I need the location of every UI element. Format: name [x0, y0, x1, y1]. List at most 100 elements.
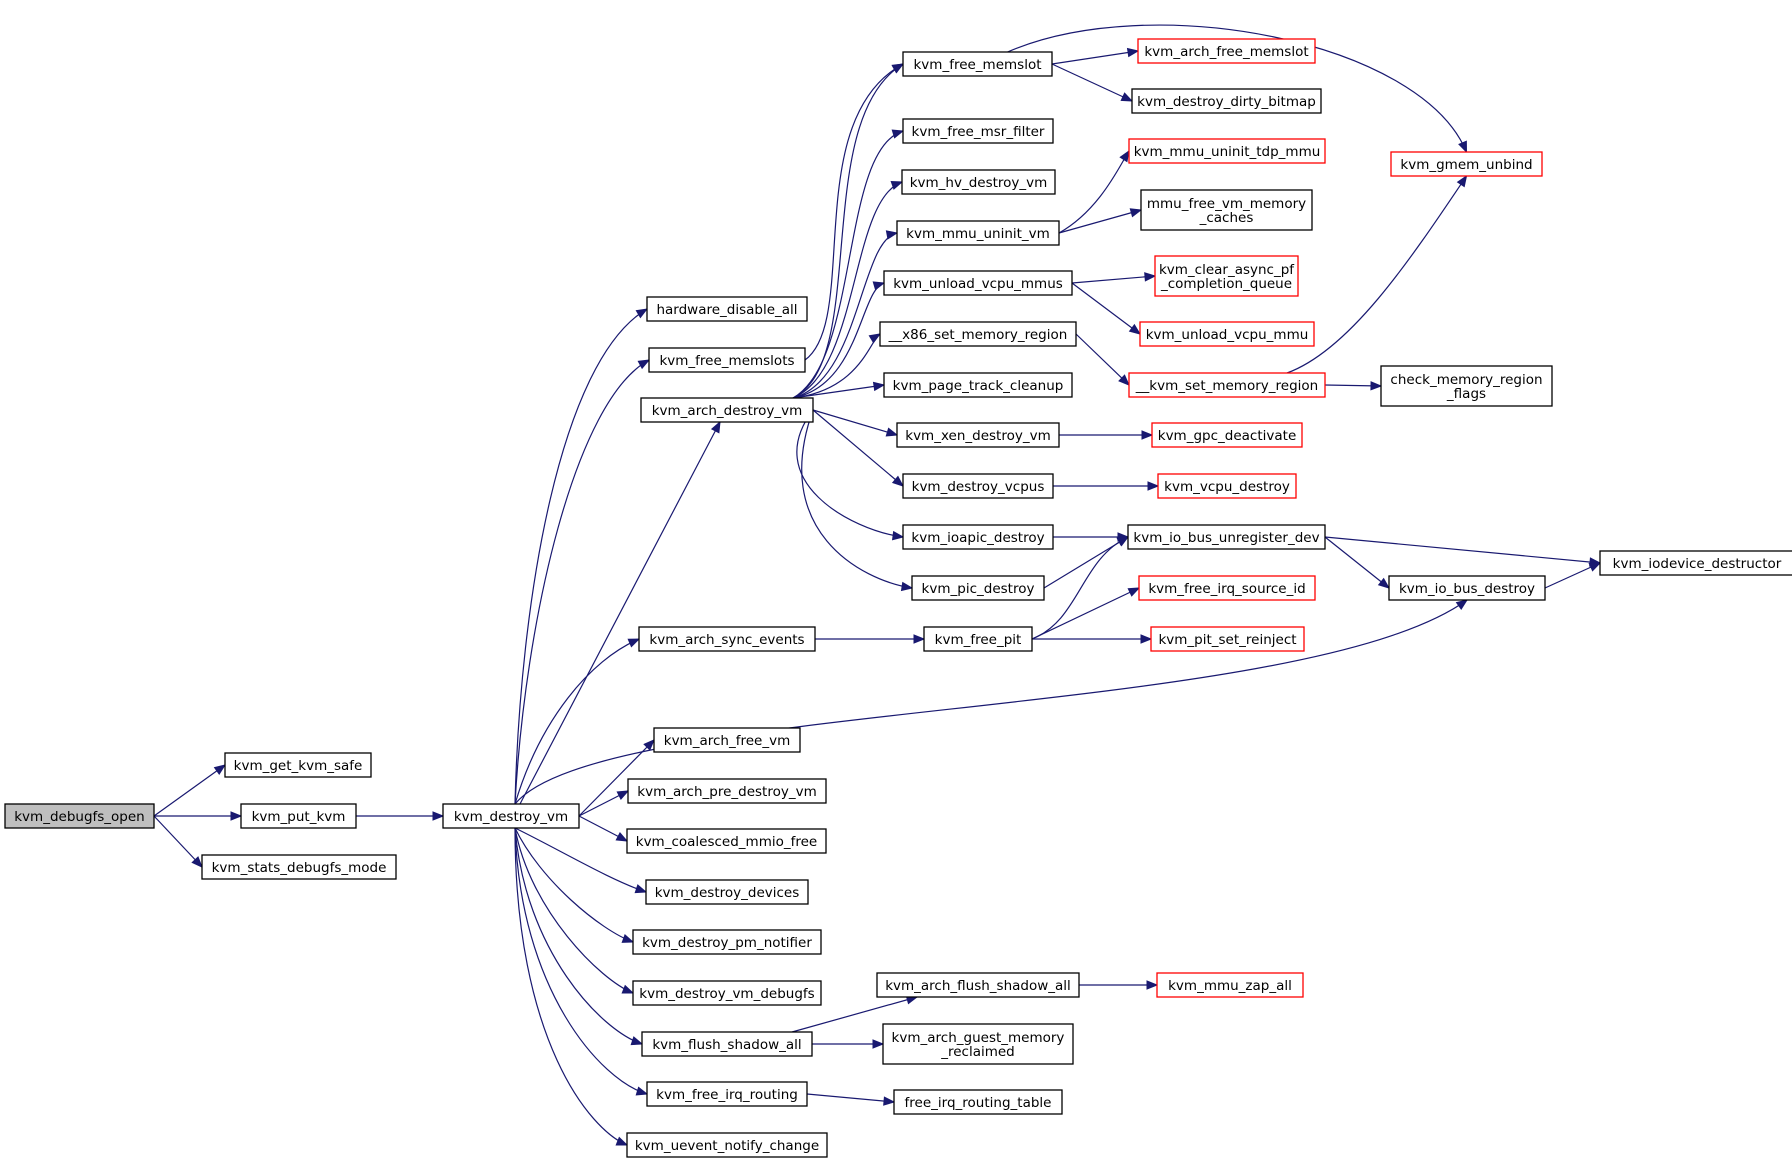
- node-kvm_debugfs_open[interactable]: kvm_debugfs_open: [4, 803, 155, 829]
- node-box: [626, 1132, 828, 1158]
- node-kvm_free_msr_filter[interactable]: kvm_free_msr_filter: [902, 118, 1054, 144]
- edge-line: [792, 232, 898, 399]
- node-box: [632, 929, 822, 955]
- node-label: check_memory_region: [1390, 372, 1542, 388]
- arrowhead: [1140, 634, 1153, 644]
- arrowhead: [616, 790, 630, 800]
- node-label: kvm_gpc_deactivate: [1158, 428, 1297, 444]
- arrowhead: [1370, 381, 1383, 391]
- edge-kvm_unload_vcpu_mmus-to-kvm_unload_vcpu_mmu: [1071, 282, 1142, 335]
- node-box: [1157, 473, 1297, 499]
- node-kvm_arch_pre_destroy_vm[interactable]: kvm_arch_pre_destroy_vm: [627, 778, 827, 804]
- node-kvm_pit_set_reinject[interactable]: kvm_pit_set_reinject: [1150, 626, 1305, 652]
- node-kvm_page_track_cleanup[interactable]: kvm_page_track_cleanup: [883, 372, 1073, 398]
- node-__kvm_set_memory_region[interactable]: __kvm_set_memory_region: [1128, 372, 1326, 398]
- node-kvm_vcpu_destroy[interactable]: kvm_vcpu_destroy: [1157, 473, 1297, 499]
- node-kvm_free_memslot[interactable]: kvm_free_memslot: [902, 51, 1053, 77]
- node-kvm_iodevice_destructor[interactable]: kvm_iodevice_destructor: [1599, 550, 1792, 576]
- node-kvm_ioapic_destroy[interactable]: kvm_ioapic_destroy: [902, 524, 1054, 550]
- edge-line: [1324, 536, 1601, 564]
- node-kvm_hv_destroy_vm[interactable]: kvm_hv_destroy_vm: [901, 169, 1056, 195]
- node-label: __kvm_set_memory_region: [1135, 378, 1318, 394]
- node-kvm_arch_free_memslot[interactable]: kvm_arch_free_memslot: [1137, 38, 1316, 64]
- node-label: kvm_free_pit: [935, 632, 1022, 648]
- arrowhead: [432, 811, 445, 821]
- node-kvm_gmem_unbind[interactable]: kvm_gmem_unbind: [1390, 151, 1543, 177]
- node-kvm_destroy_vm[interactable]: kvm_destroy_vm: [442, 803, 580, 829]
- node-label: kvm_arch_free_memslot: [1144, 44, 1308, 60]
- node-kvm_flush_shadow_all[interactable]: kvm_flush_shadow_all: [641, 1031, 813, 1057]
- node-box: [645, 879, 809, 905]
- node-label: kvm_get_kvm_safe: [234, 758, 363, 774]
- node-kvm_io_bus_destroy[interactable]: kvm_io_bus_destroy: [1388, 575, 1546, 601]
- node-label: kvm_xen_destroy_vm: [905, 428, 1051, 444]
- node-box: [632, 980, 822, 1006]
- node-kvm_gpc_deactivate[interactable]: kvm_gpc_deactivate: [1151, 422, 1303, 448]
- node-kvm_destroy_devices[interactable]: kvm_destroy_devices: [645, 879, 809, 905]
- arrowhead: [1144, 272, 1157, 282]
- node-box: [646, 296, 808, 322]
- node-kvm_arch_guest_memory_reclaimed[interactable]: kvm_arch_guest_memory_reclaimed: [882, 1023, 1074, 1065]
- node-kvm_coalesced_mmio_free[interactable]: kvm_coalesced_mmio_free: [626, 828, 827, 854]
- node-kvm_destroy_vcpus[interactable]: kvm_destroy_vcpus: [902, 473, 1054, 499]
- node-kvm_mmu_zap_all[interactable]: kvm_mmu_zap_all: [1156, 972, 1304, 998]
- node-kvm_get_kvm_safe[interactable]: kvm_get_kvm_safe: [224, 752, 372, 778]
- arrowhead: [885, 427, 899, 437]
- edge-kvm_free_pit-to-kvm_io_bus_unregister_dev: [1031, 536, 1130, 640]
- node-kvm_xen_destroy_vm[interactable]: kvm_xen_destroy_vm: [896, 422, 1060, 448]
- node-label: _completion_queue: [1160, 276, 1292, 292]
- node-kvm_stats_debugfs_mode[interactable]: kvm_stats_debugfs_mode: [201, 854, 397, 880]
- edge-line: [514, 359, 650, 805]
- node-free_irq_routing_table[interactable]: free_irq_routing_table: [893, 1089, 1063, 1115]
- node-kvm_arch_destroy_vm[interactable]: kvm_arch_destroy_vm: [640, 397, 814, 423]
- node-box: [879, 321, 1077, 347]
- node-kvm_arch_free_vm[interactable]: kvm_arch_free_vm: [653, 727, 801, 753]
- node-label: kvm_io_bus_destroy: [1399, 581, 1535, 597]
- node-kvm_mmu_uninit_vm[interactable]: kvm_mmu_uninit_vm: [896, 220, 1060, 246]
- node-kvm_mmu_uninit_tdp_mmu[interactable]: kvm_mmu_uninit_tdp_mmu: [1128, 138, 1326, 164]
- edge-kvm_arch_sync_events-to-kvm_free_pit: [815, 634, 926, 644]
- arrowhead: [637, 359, 651, 370]
- node-label: kvm_clear_async_pf: [1159, 262, 1295, 278]
- node-box: [1137, 38, 1316, 64]
- node-check_memory_region_flags[interactable]: check_memory_region_flags: [1380, 365, 1553, 407]
- node-kvm_destroy_dirty_bitmap[interactable]: kvm_destroy_dirty_bitmap: [1131, 88, 1322, 114]
- edge-line: [578, 739, 655, 817]
- arrowhead: [213, 764, 227, 775]
- node-kvm_free_memslots[interactable]: kvm_free_memslots: [648, 347, 806, 373]
- node-box: [1128, 372, 1326, 398]
- node-hardware_disable_all[interactable]: hardware_disable_all: [646, 296, 808, 322]
- arrowhead: [1455, 599, 1469, 610]
- node-kvm_unload_vcpu_mmus[interactable]: kvm_unload_vcpu_mmus: [883, 270, 1073, 296]
- node-kvm_arch_sync_events[interactable]: kvm_arch_sync_events: [638, 626, 816, 652]
- node-box: [224, 752, 372, 778]
- node-kvm_put_kvm[interactable]: kvm_put_kvm: [240, 803, 357, 829]
- node-label: kvm_destroy_vm_debugfs: [639, 986, 814, 1002]
- edge-line: [1051, 50, 1139, 65]
- edge-line: [514, 827, 628, 1146]
- node-kvm_pic_destroy[interactable]: kvm_pic_destroy: [911, 575, 1045, 601]
- node-label: kvm_ioapic_destroy: [911, 530, 1044, 546]
- node-kvm_io_bus_unregister_dev[interactable]: kvm_io_bus_unregister_dev: [1127, 524, 1326, 550]
- edge-kvm_destroy_vm-to-kvm_coalesced_mmio_free: [578, 815, 629, 842]
- node-label: kvm_destroy_dirty_bitmap: [1137, 94, 1316, 110]
- node-kvm_unload_vcpu_mmu[interactable]: kvm_unload_vcpu_mmu: [1139, 321, 1315, 347]
- node-kvm_destroy_pm_notifier[interactable]: kvm_destroy_pm_notifier: [632, 929, 822, 955]
- node-__x86_set_memory_region[interactable]: __x86_set_memory_region: [879, 321, 1077, 347]
- node-kvm_uevent_notify_change[interactable]: kvm_uevent_notify_change: [626, 1132, 828, 1158]
- node-label: kvm_flush_shadow_all: [652, 1037, 801, 1053]
- node-kvm_arch_flush_shadow_all[interactable]: kvm_arch_flush_shadow_all: [876, 972, 1080, 998]
- node-kvm_free_irq_source_id[interactable]: kvm_free_irq_source_id: [1138, 575, 1316, 601]
- node-label: kvm_arch_destroy_vm: [652, 403, 803, 419]
- node-label: kvm_destroy_pm_notifier: [642, 935, 812, 951]
- node-box: [902, 118, 1054, 144]
- node-kvm_clear_async_pf_completion_queue[interactable]: kvm_clear_async_pf_completion_queue: [1154, 255, 1299, 297]
- edge-kvm_arch_flush_shadow_all-to-kvm_mmu_zap_all: [1079, 980, 1159, 990]
- node-kvm_free_pit[interactable]: kvm_free_pit: [923, 626, 1033, 652]
- edge-line: [792, 384, 885, 399]
- node-kvm_free_irq_routing[interactable]: kvm_free_irq_routing: [646, 1081, 808, 1107]
- arrowhead: [1458, 140, 1468, 154]
- node-label: kvm_unload_vcpu_mmus: [893, 276, 1063, 292]
- node-mmu_free_vm_memory_caches[interactable]: mmu_free_vm_memory_caches: [1140, 189, 1313, 231]
- node-kvm_destroy_vm_debugfs[interactable]: kvm_destroy_vm_debugfs: [632, 980, 822, 1006]
